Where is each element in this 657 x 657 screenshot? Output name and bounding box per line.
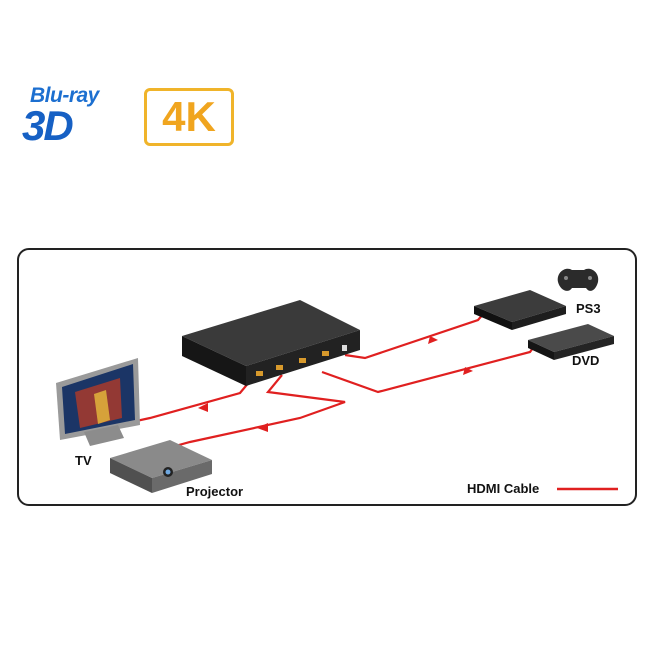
arrow-projector xyxy=(257,423,268,432)
ps3-label: PS3 xyxy=(576,301,601,316)
tv-label: TV xyxy=(75,453,92,468)
bluray-3d-text: 3D xyxy=(22,102,74,149)
cable-arrows xyxy=(198,336,473,432)
tv-device xyxy=(56,358,140,446)
arrow-ps3 xyxy=(428,336,438,344)
cable-to-ps3 xyxy=(344,311,486,360)
legend-label: HDMI Cable xyxy=(467,481,540,496)
ps3-device xyxy=(474,290,566,330)
projector-label: Projector xyxy=(186,484,244,499)
4k-badge: 4K xyxy=(144,88,234,146)
4k-badge-text: 4K xyxy=(162,93,216,140)
arrow-dvd xyxy=(463,367,473,375)
dvd-device xyxy=(528,324,614,360)
cable-to-dvd xyxy=(321,344,536,394)
gamepad-icon xyxy=(557,268,599,291)
bluray-logo-text: Blu-ray xyxy=(30,84,99,107)
arrow-tv xyxy=(198,403,208,412)
projector-device xyxy=(110,440,212,493)
bluray-3d-logo: Blu-ray 3D xyxy=(22,84,134,154)
dvd-label: DVD xyxy=(572,353,600,368)
cable-to-projector xyxy=(167,374,346,450)
hdmi-switch-device xyxy=(182,300,360,386)
